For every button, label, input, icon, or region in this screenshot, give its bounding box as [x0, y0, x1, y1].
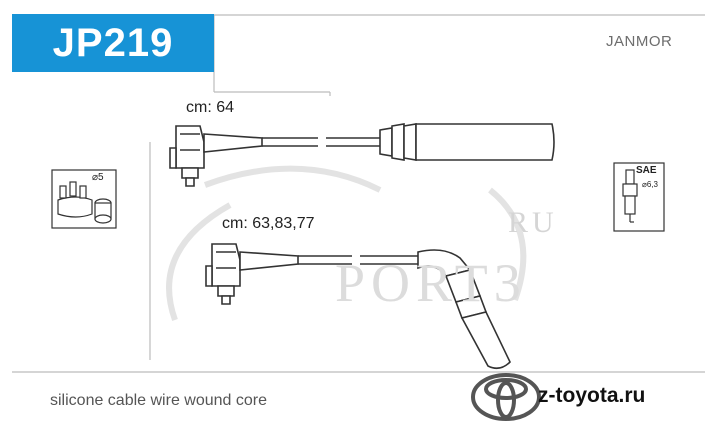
- part-code-box: JP219: [12, 14, 214, 72]
- lead-2-length: cm: 63,83,77: [222, 215, 315, 232]
- spark-plug-sae-label: SAE: [636, 165, 657, 176]
- site-name: z-toyota.ru: [538, 384, 646, 407]
- distributor-cap-icon: [51, 169, 117, 229]
- lead-1-length: cm: 64: [186, 99, 235, 116]
- cable-description: silicone cable wire wound core: [50, 392, 267, 409]
- watermark-ru: RU: [508, 206, 558, 239]
- watermark-swirl: [166, 165, 527, 322]
- ignition-lead-2: [205, 243, 511, 370]
- ignition-lead-1: [169, 123, 555, 187]
- spark-plug-diameter: ⌀6,3: [642, 180, 658, 189]
- distributor-diameter: ⌀5: [92, 172, 104, 183]
- part-code: JP219: [52, 20, 174, 65]
- watermark-word: PORT3: [335, 253, 527, 313]
- toyota-logo: [471, 373, 541, 421]
- brand-name: JANMOR: [606, 33, 673, 50]
- frame-lines: [12, 14, 705, 373]
- spark-plug-icon: [613, 162, 665, 232]
